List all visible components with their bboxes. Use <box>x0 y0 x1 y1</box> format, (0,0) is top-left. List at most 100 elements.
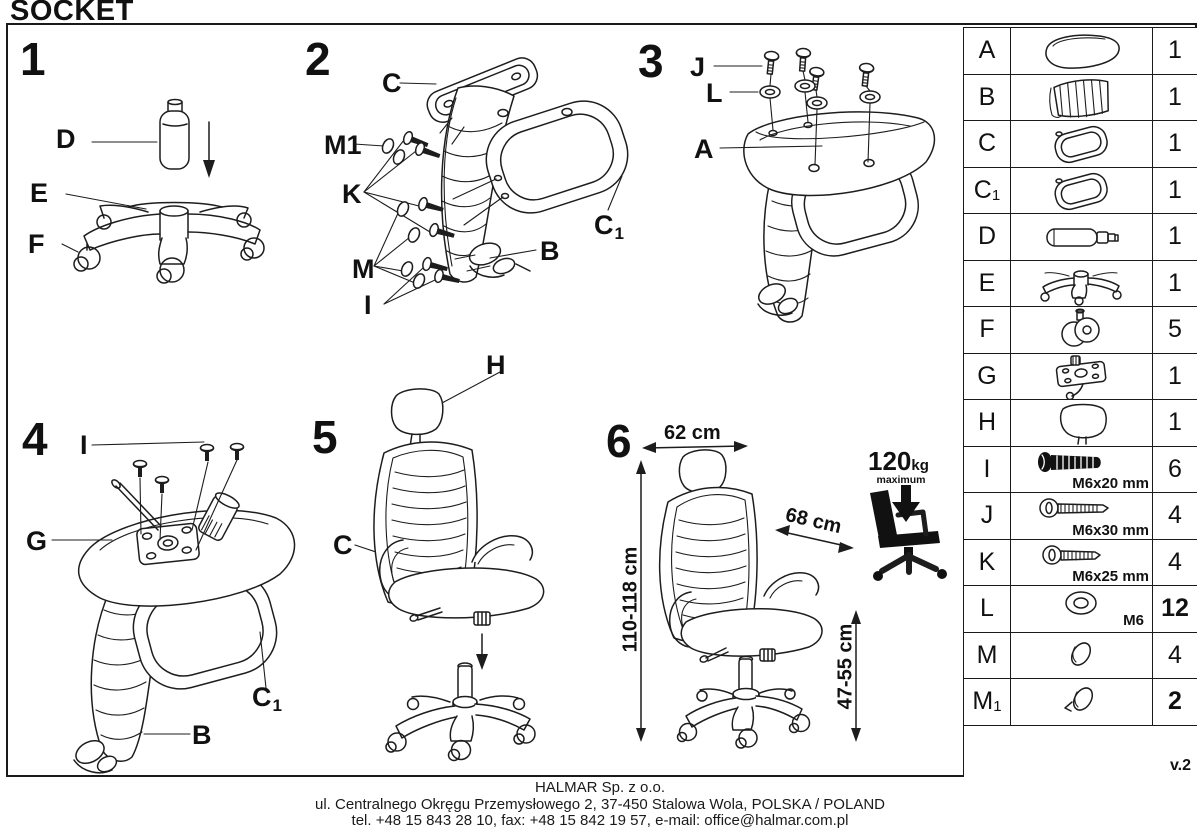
step2-illustration <box>353 57 629 305</box>
part-qty: 12 <box>1152 586 1197 632</box>
part-qty: 4 <box>1152 493 1197 539</box>
part-label-d: D <box>56 124 76 154</box>
part-label-a: A <box>694 134 714 164</box>
backrest-icon <box>1049 78 1109 118</box>
page-title: SOCKET <box>10 0 134 27</box>
base-icon <box>1040 269 1122 306</box>
table-row: C 1 <box>964 121 1197 168</box>
part-label-l: L <box>706 78 723 108</box>
caster-icon <box>1061 308 1100 347</box>
part-label-e: E <box>30 178 49 208</box>
armrest-icon <box>1054 172 1108 210</box>
part-qty: 4 <box>1152 539 1197 585</box>
table-row: F 5 <box>964 307 1197 354</box>
part-qty: 1 <box>1152 260 1197 306</box>
step-1: 1 D E F <box>8 26 290 390</box>
part-label-b: B <box>540 236 560 266</box>
part-label-m1: M1 <box>324 130 362 160</box>
table-row: M 4 <box>964 632 1197 679</box>
part-letter: G <box>964 353 1011 399</box>
table-row: G 1 <box>964 353 1197 400</box>
step4-illustration <box>51 441 296 774</box>
step-6: 6 62 cm 110-118 cm 68 cm 47-55 cm 120kg … <box>598 390 963 778</box>
step-number: 5 <box>312 411 338 463</box>
table-row: A 1 <box>964 28 1197 75</box>
max-load-value: 120kg <box>868 446 929 476</box>
footer-address: ul. Centralnego Okręgu Przemysłowego 2, … <box>314 795 885 813</box>
step-number: 3 <box>638 35 664 87</box>
part-label-c1: C1 <box>594 210 624 243</box>
part-label-c: C <box>382 68 402 98</box>
headrest-icon <box>1059 403 1107 445</box>
max-load-note: maximum <box>876 474 926 486</box>
part-qty: 1 <box>1152 121 1197 167</box>
part-qty: 1 <box>1152 167 1197 213</box>
step-3: 3 J L A <box>630 26 963 390</box>
part-letter: C <box>964 121 1011 167</box>
seat-height-dimension: 47-55 cm <box>834 623 857 710</box>
bolt-icon <box>1038 451 1101 472</box>
part-letter: K <box>964 539 1011 585</box>
part-letter: M <box>964 632 1011 678</box>
height-dimension: 110-118 cm <box>619 546 642 653</box>
part-qty: 5 <box>1152 307 1197 353</box>
table-row: D 1 <box>964 214 1197 261</box>
part-qty: 6 <box>1152 446 1197 492</box>
step3-illustration <box>713 47 936 323</box>
part-label-g: G <box>26 526 48 556</box>
part-qty: 2 <box>1152 679 1197 725</box>
armrest-icon <box>1054 125 1108 164</box>
table-row: L M6 12 <box>964 586 1197 633</box>
screw-icon <box>1042 544 1101 565</box>
table-row: B 1 <box>964 74 1197 121</box>
part-letter: H <box>964 400 1011 446</box>
part-size: M6x30 mm <box>1072 521 1149 539</box>
step-2: 2 C M1 K M I B C1 <box>290 26 630 390</box>
version-label: v.2 <box>1169 756 1191 774</box>
width-dimension: 62 cm <box>664 422 721 444</box>
table-row: J M6x30 mm 4 <box>964 493 1197 540</box>
part-label-c: C <box>333 530 353 560</box>
part-size: M6x20 mm <box>1072 475 1149 492</box>
seat-icon <box>1045 34 1120 69</box>
footer: HALMAR Sp. z o.o. ul. Centralnego Okręgu… <box>0 779 1200 830</box>
step1-illustration <box>61 98 265 284</box>
part-letter: J <box>964 493 1011 539</box>
cap-icon <box>1064 687 1094 712</box>
part-letter: A <box>964 28 1011 74</box>
part-letter: L <box>964 586 1011 632</box>
step-5: 5 H C <box>300 350 600 778</box>
step-number: 1 <box>20 33 46 85</box>
part-letter: F <box>964 307 1011 353</box>
part-qty: 1 <box>1152 214 1197 260</box>
part-label-m: M <box>352 254 375 284</box>
part-label-b: B <box>192 720 212 750</box>
part-letter: I <box>964 446 1011 492</box>
table-row: H 1 <box>964 400 1197 447</box>
table-row: E 1 <box>964 260 1197 307</box>
step6-illustration <box>636 441 947 749</box>
washer-icon <box>1065 591 1097 615</box>
table-row: I M6x20 mm 6 <box>964 446 1197 493</box>
part-label-k: K <box>342 179 362 209</box>
step-number: 2 <box>305 33 331 85</box>
part-label-j: J <box>690 52 706 82</box>
part-qty: 1 <box>1152 28 1197 74</box>
part-label-i: I <box>80 430 88 460</box>
part-label-i: I <box>364 290 372 320</box>
part-label-h: H <box>486 350 506 380</box>
part-letter: B <box>964 74 1011 120</box>
step5-illustration <box>354 371 545 762</box>
part-qty: 4 <box>1152 632 1197 678</box>
mechanism-icon <box>1055 354 1107 400</box>
part-size: M6x25 mm <box>1072 568 1149 585</box>
part-letter: D <box>964 214 1011 260</box>
part-letter: E <box>964 260 1011 306</box>
step-number: 4 <box>22 413 48 465</box>
part-qty: 1 <box>1152 74 1197 120</box>
footer-company: HALMAR Sp. z o.o. <box>534 779 666 796</box>
